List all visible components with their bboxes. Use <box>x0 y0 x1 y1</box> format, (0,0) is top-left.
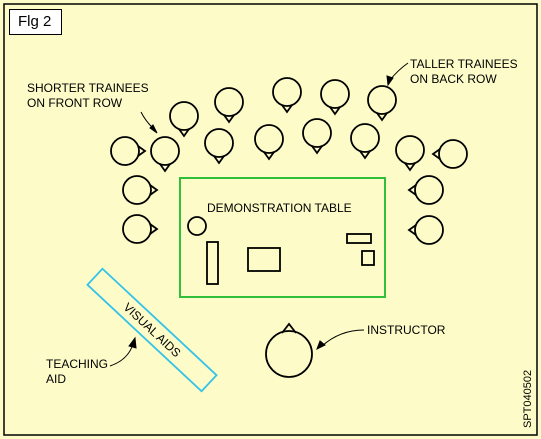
teaching-aid-label-1: TEACHING <box>46 357 108 371</box>
table-item-tall <box>206 241 219 285</box>
trainee-head <box>254 124 284 161</box>
visual-aids-board: VISUAL AIDS <box>86 267 218 393</box>
demo-table-label: DEMONSTRATION TABLE <box>207 201 352 215</box>
teaching-aid-leader <box>109 336 137 367</box>
trainee-head <box>350 123 380 160</box>
figure-code: SPT040502 <box>522 370 534 428</box>
table-item-box <box>247 247 281 272</box>
shorter-trainees-label-2: ON FRONT ROW <box>27 96 123 110</box>
table-item-round <box>187 216 207 236</box>
trainee-head <box>431 139 468 169</box>
instructor-leader <box>316 329 365 351</box>
instructor-figure <box>265 322 313 378</box>
trainee-head <box>367 85 397 122</box>
trainee-head <box>320 79 350 116</box>
shorter-leader <box>140 111 158 134</box>
table-item-small <box>361 250 375 266</box>
trainee-head <box>395 135 425 172</box>
figure-label: Flg 2 <box>9 9 63 35</box>
trainee-head <box>407 215 444 245</box>
outer-border <box>3 3 538 436</box>
trainee-head <box>272 77 302 114</box>
trainee-head <box>122 175 159 205</box>
trainee-head <box>110 136 147 166</box>
trainee-head <box>204 128 234 165</box>
instructor-label: INSTRUCTOR <box>367 323 446 337</box>
taller-trainees-label-2: ON BACK ROW <box>410 72 497 86</box>
trainee-head <box>169 101 199 138</box>
trainee-head <box>214 87 244 124</box>
taller-leader <box>386 62 409 87</box>
trainee-head <box>122 214 159 244</box>
trainee-group <box>110 77 468 245</box>
table-item-flat <box>346 233 372 244</box>
trainee-head <box>150 136 180 173</box>
taller-trainees-label-1: TALLER TRAINEES <box>410 57 518 71</box>
trainee-head <box>407 175 444 205</box>
demonstration-table <box>179 177 386 298</box>
trainee-head <box>302 118 332 155</box>
teaching-aid-label-2: AID <box>46 372 66 386</box>
shorter-trainees-label-1: SHORTER TRAINEES <box>27 81 149 95</box>
